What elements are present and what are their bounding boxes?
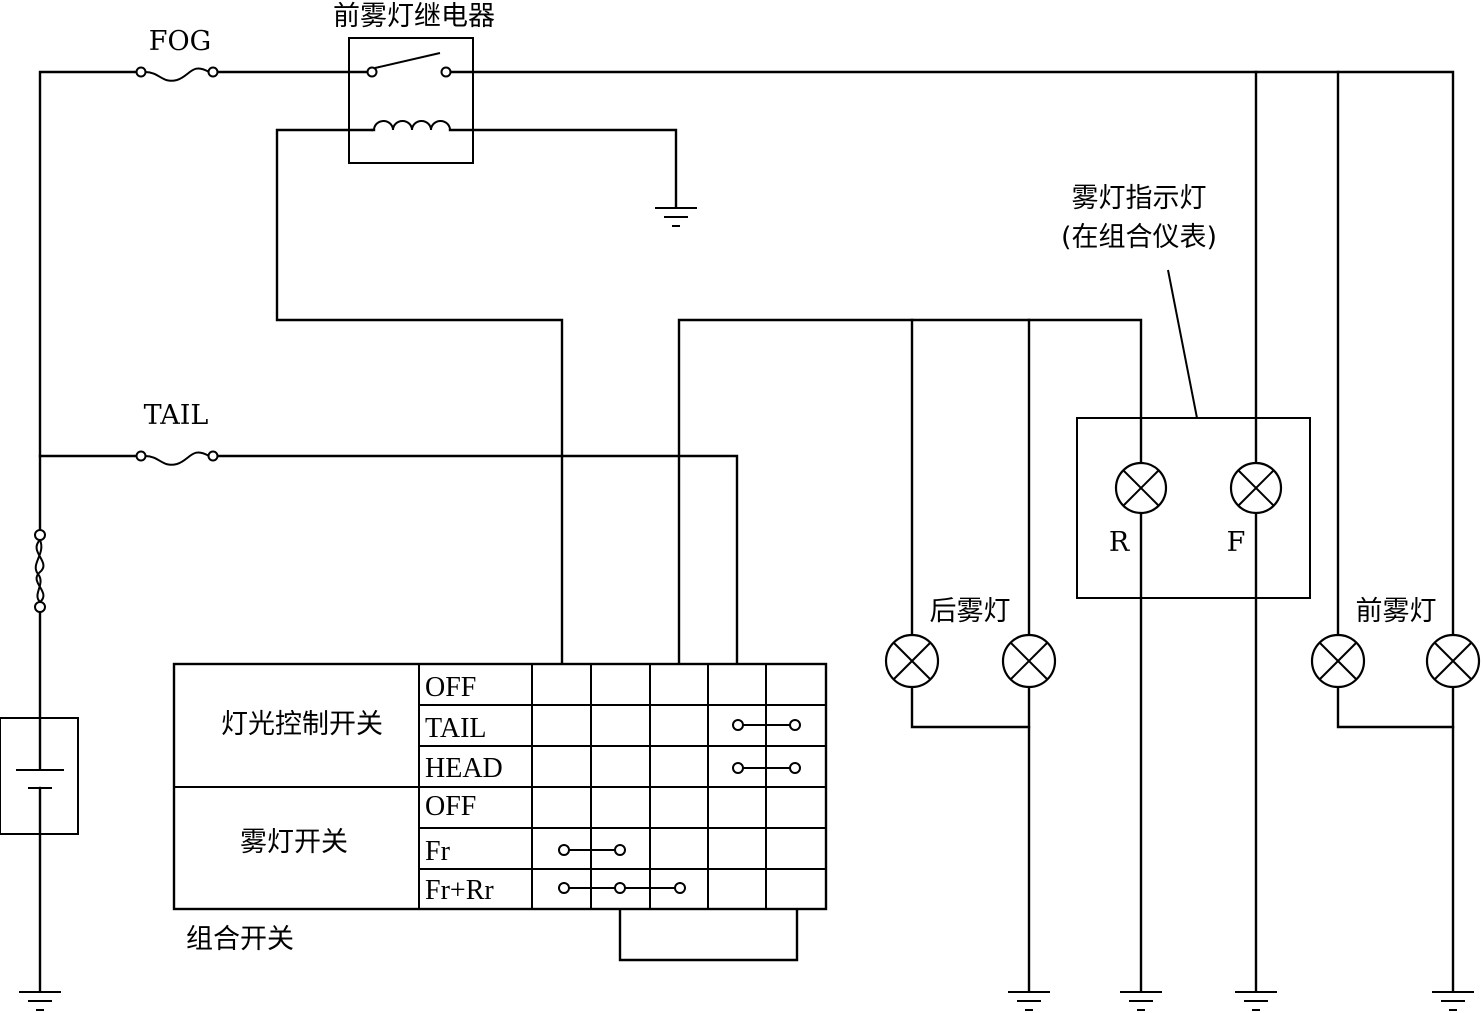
tail-fuse-label: TAIL: [144, 400, 209, 431]
front-fog-lamp-right: [1425, 633, 1481, 689]
combination-switch-label: 组合开关: [186, 924, 294, 955]
ground-front-fog: [1432, 991, 1474, 1011]
conn-head: [732, 762, 801, 774]
indicator-sub-label: (在组合仪表): [1061, 222, 1217, 253]
conn-fr-rr: [558, 882, 686, 894]
ground-indicator-r: [1120, 991, 1162, 1011]
fog-relay: [348, 37, 474, 164]
wires: [38, 70, 1455, 992]
indicator-r-label: R: [1109, 527, 1130, 558]
front-fog-lamp-label: 前雾灯: [1356, 596, 1437, 627]
ground-relay: [655, 207, 697, 227]
ground-indicator-f: [1235, 991, 1277, 1011]
ground-rear-fog: [1008, 991, 1050, 1011]
conn-tail: [732, 719, 801, 731]
combination-switch-table: 灯光控制开关 雾灯开关 OFF TAIL HEAD OFF Fr Fr+Rr: [172, 662, 828, 911]
indicator-lamp-r: [1114, 461, 1168, 515]
light-row-tail: TAIL: [425, 713, 487, 744]
light-row-off: OFF: [425, 672, 476, 703]
fog-switch-label: 雾灯开关: [240, 827, 348, 858]
fog-fuse: [135, 66, 219, 82]
fog-row-fr-rr: Fr+Rr: [425, 875, 494, 906]
rear-fog-lamp-label: 后雾灯: [930, 596, 1011, 627]
fog-fuse-label: FOG: [149, 26, 211, 57]
light-row-head: HEAD: [425, 753, 503, 784]
fog-relay-label: 前雾灯继电器: [333, 1, 495, 32]
light-switch-label: 灯光控制开关: [221, 709, 383, 740]
tail-fuse: [135, 450, 219, 466]
ground-battery: [19, 991, 61, 1011]
fog-indicator-box: [1076, 269, 1311, 599]
fog-row-off: OFF: [425, 791, 476, 822]
indicator-lamp-f: [1229, 461, 1283, 515]
indicator-f-label: F: [1227, 527, 1246, 558]
rear-fog-lamp-right: [1001, 633, 1057, 689]
conn-fr: [558, 844, 626, 856]
main-fusible-link: [34, 529, 46, 613]
battery: [0, 716, 79, 836]
indicator-title-label: 雾灯指示灯: [1072, 183, 1207, 214]
front-fog-lamp-left: [1310, 633, 1366, 689]
fog-row-fr: Fr: [425, 836, 451, 867]
rear-fog-lamp-left: [884, 633, 940, 689]
